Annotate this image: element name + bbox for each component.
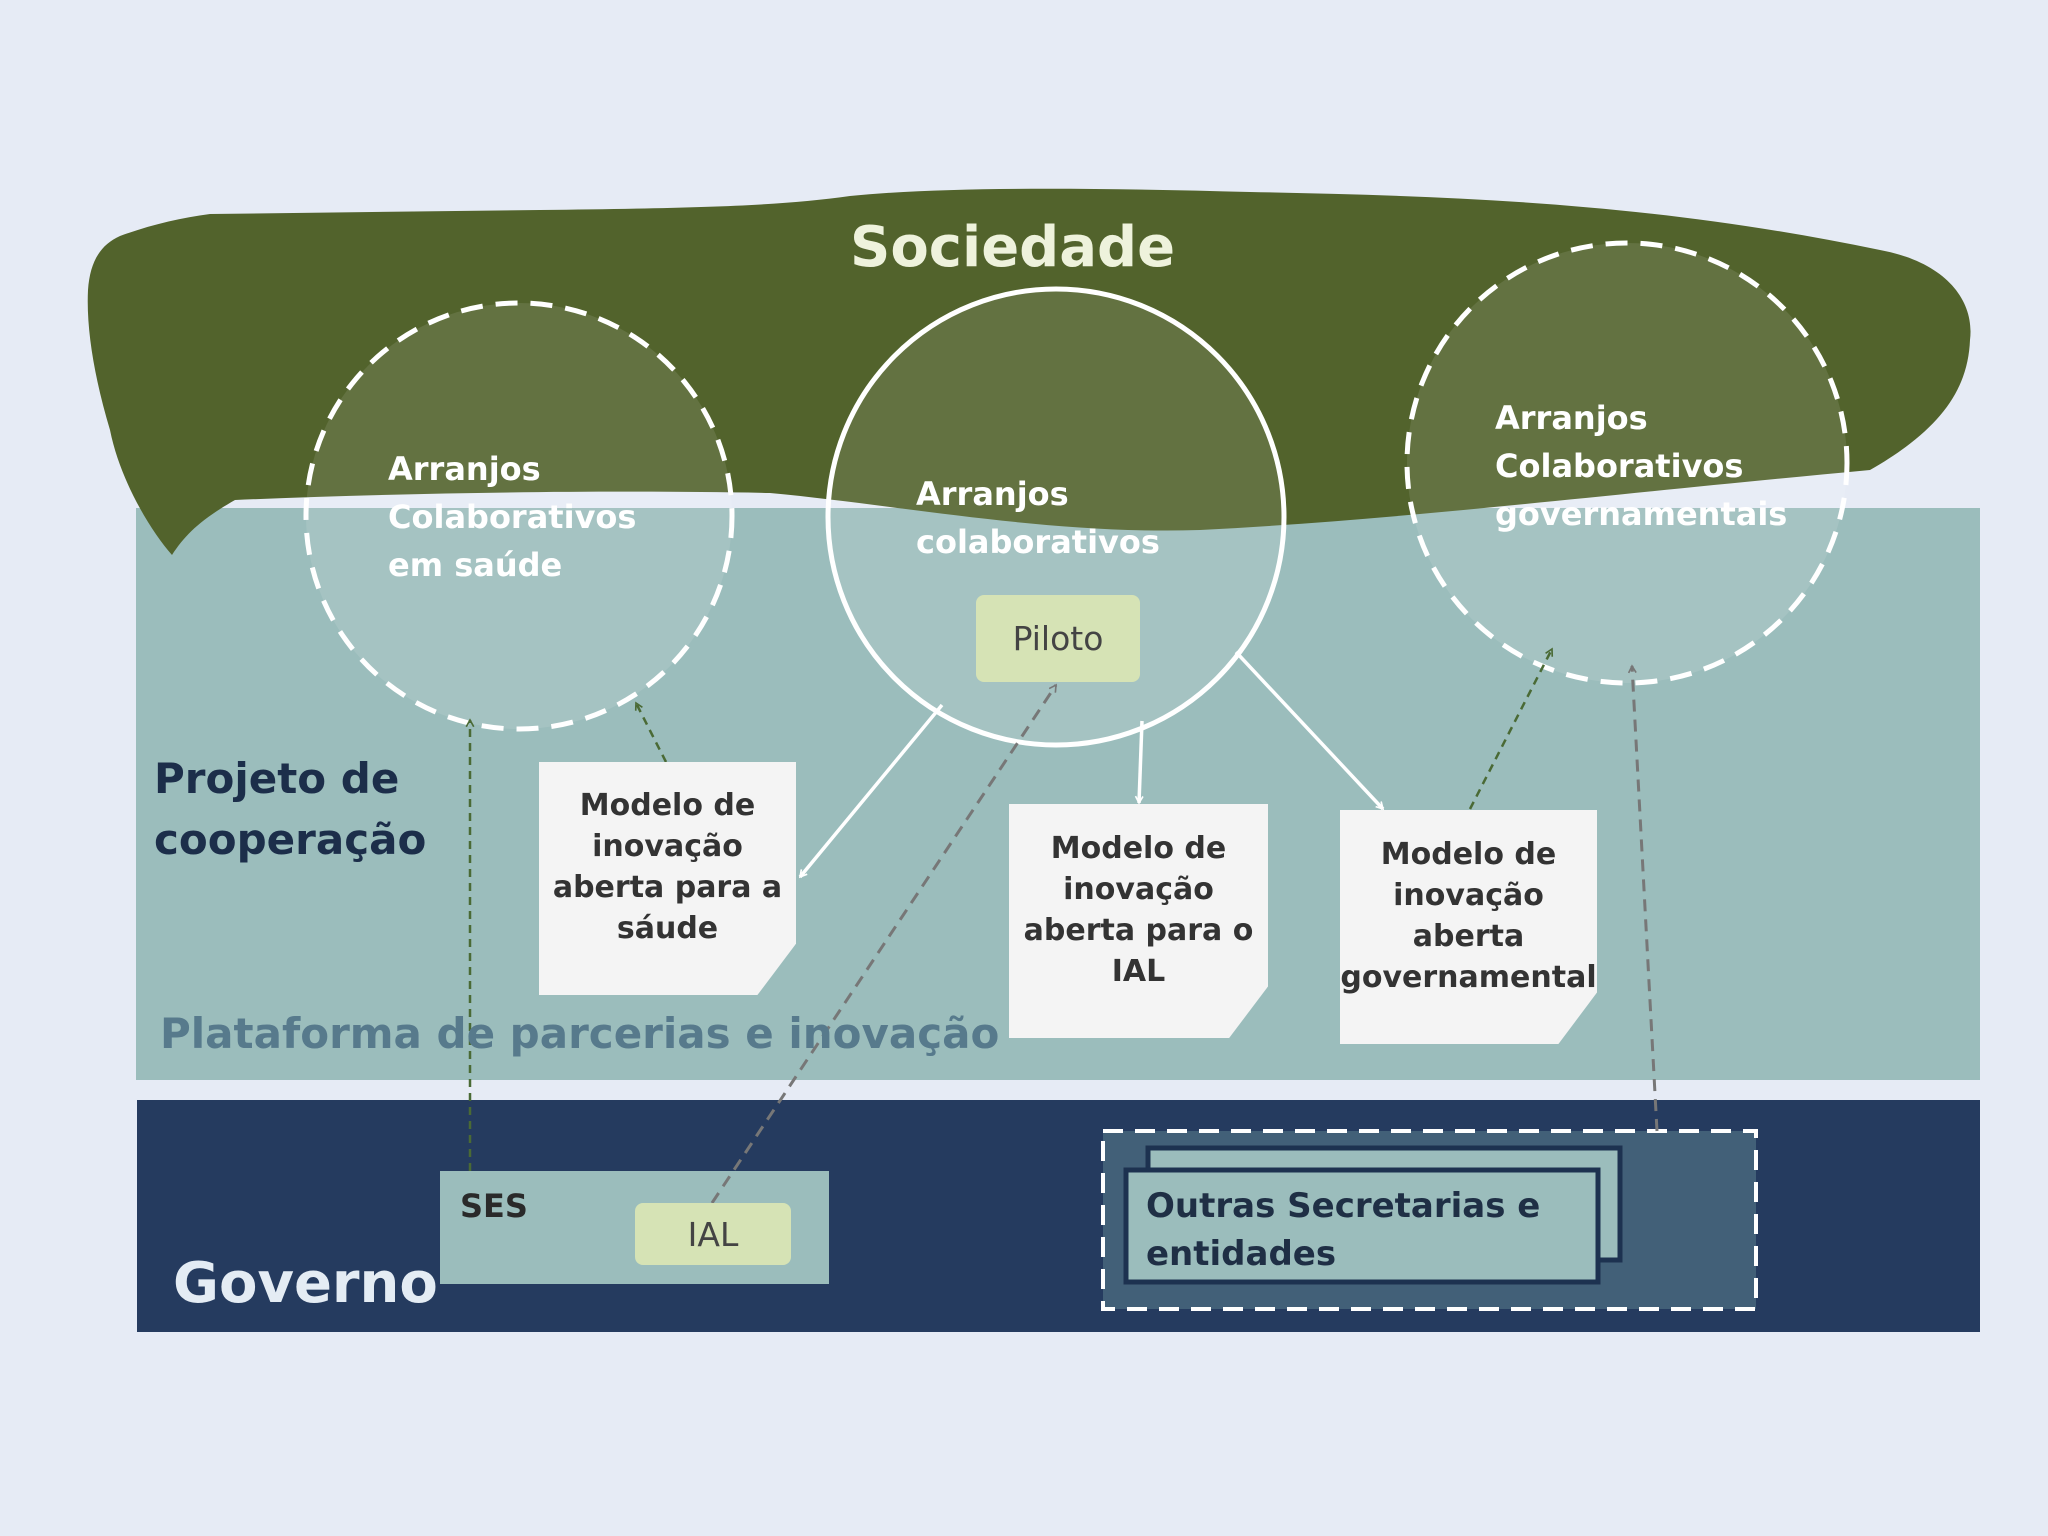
piloto-pill: Piloto [976,595,1140,682]
note-modelo-gov-text: Modelo de inovação aberta governamental [1340,837,1597,995]
circle-governamentais-label: Arranjos Colaborativos governamentais [1495,399,1788,533]
ial-pill: IAL [635,1203,791,1265]
sociedade-title: Sociedade [850,215,1176,280]
plataforma-label: Plataforma de parcerias e inovação [160,1009,1000,1058]
arrow-modelo-saude-to-circle [634,703,668,763]
circle-colaborativos [825,286,1287,748]
note-modelo-gov [1340,810,1597,1044]
arrow-ial-to-piloto [710,685,1058,1204]
outras-box-front [1123,1167,1601,1285]
arrow-to-modelo-gov [1234,650,1385,809]
arrow-modelo-gov-to-circle [1468,649,1554,810]
circle-colaborativos-label: Arranjos colaborativos [916,475,1160,561]
outras-label: Outras Secretarias e entidades [1146,1186,1541,1274]
arrow-outras-to-gov-circle [1632,666,1659,1132]
note-modelo-saude [539,762,796,995]
note-modelo-ial-text: Modelo de inovação aberta para o IAL [1023,831,1254,989]
note-modelo-saude-text: Modelo de inovação aberta para a sáude [552,788,783,946]
governo-label: Governo [173,1251,438,1316]
circle-saude-label: Arranjos Colaborativos em saúde [388,450,637,584]
arrow-to-modelo-saude [798,703,944,877]
ses-label: SES [460,1187,528,1225]
projeto-label: Projeto de cooperação [154,754,427,864]
circle-governamentais [1404,240,1850,686]
arrow-to-modelo-ial [1139,720,1144,803]
note-modelo-ial [1009,804,1268,1038]
circle-saude [303,300,735,732]
sociedade-blob [87,188,1971,555]
